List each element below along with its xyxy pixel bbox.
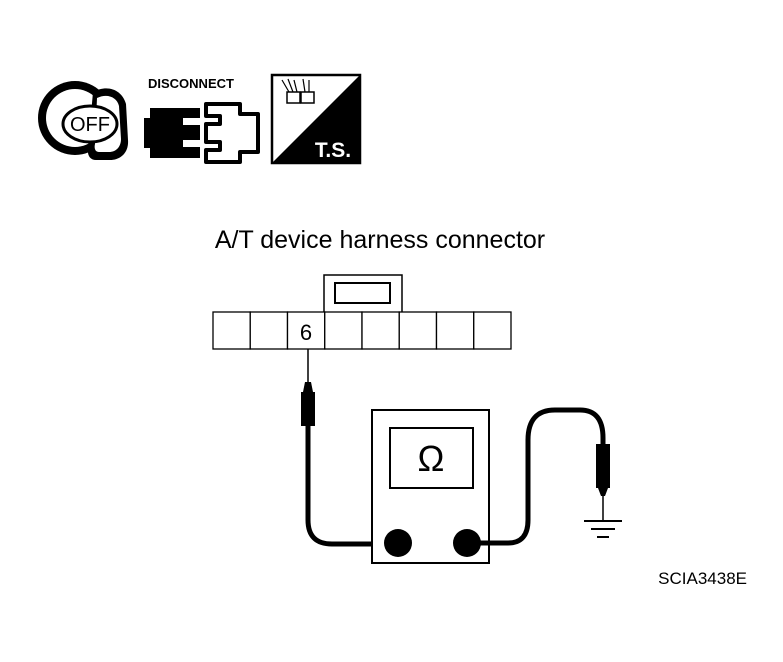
meter-jack-left [384, 529, 412, 557]
ohm-symbol: Ω [418, 438, 445, 479]
ohmmeter: Ω [371, 409, 490, 564]
negative-test-probe [467, 407, 610, 546]
meter-display [389, 427, 474, 489]
connector-disconnect-icon: DISCONNECT [144, 76, 260, 164]
ignition-off-label: OFF [70, 114, 110, 136]
connector-terminal-cell [324, 311, 363, 350]
terminal-number-6: 6 [300, 320, 312, 345]
connector-terminal-cell [435, 311, 475, 350]
terminal-service-icon: T.S. [270, 73, 362, 165]
diagram-title: A/T device harness connector [215, 226, 545, 254]
ground-symbol-icon [584, 520, 622, 538]
disconnect-label: DISCONNECT [148, 76, 234, 91]
connector-terminal-cell [212, 311, 251, 350]
ignition-key-off-icon: OFF [38, 81, 129, 160]
connector-terminal-row [212, 311, 512, 350]
figure-code: SCIA3438E [658, 569, 747, 588]
connector-terminal-cell [361, 311, 400, 350]
connector-terminal-cell [398, 311, 438, 350]
harness-connector: 6 [212, 274, 512, 350]
connector-lock-slot [334, 282, 391, 304]
terminal-service-label: T.S. [315, 139, 351, 162]
connector-terminal-cell [249, 311, 289, 350]
positive-test-probe [301, 349, 398, 547]
connector-terminal-cell [473, 311, 512, 350]
